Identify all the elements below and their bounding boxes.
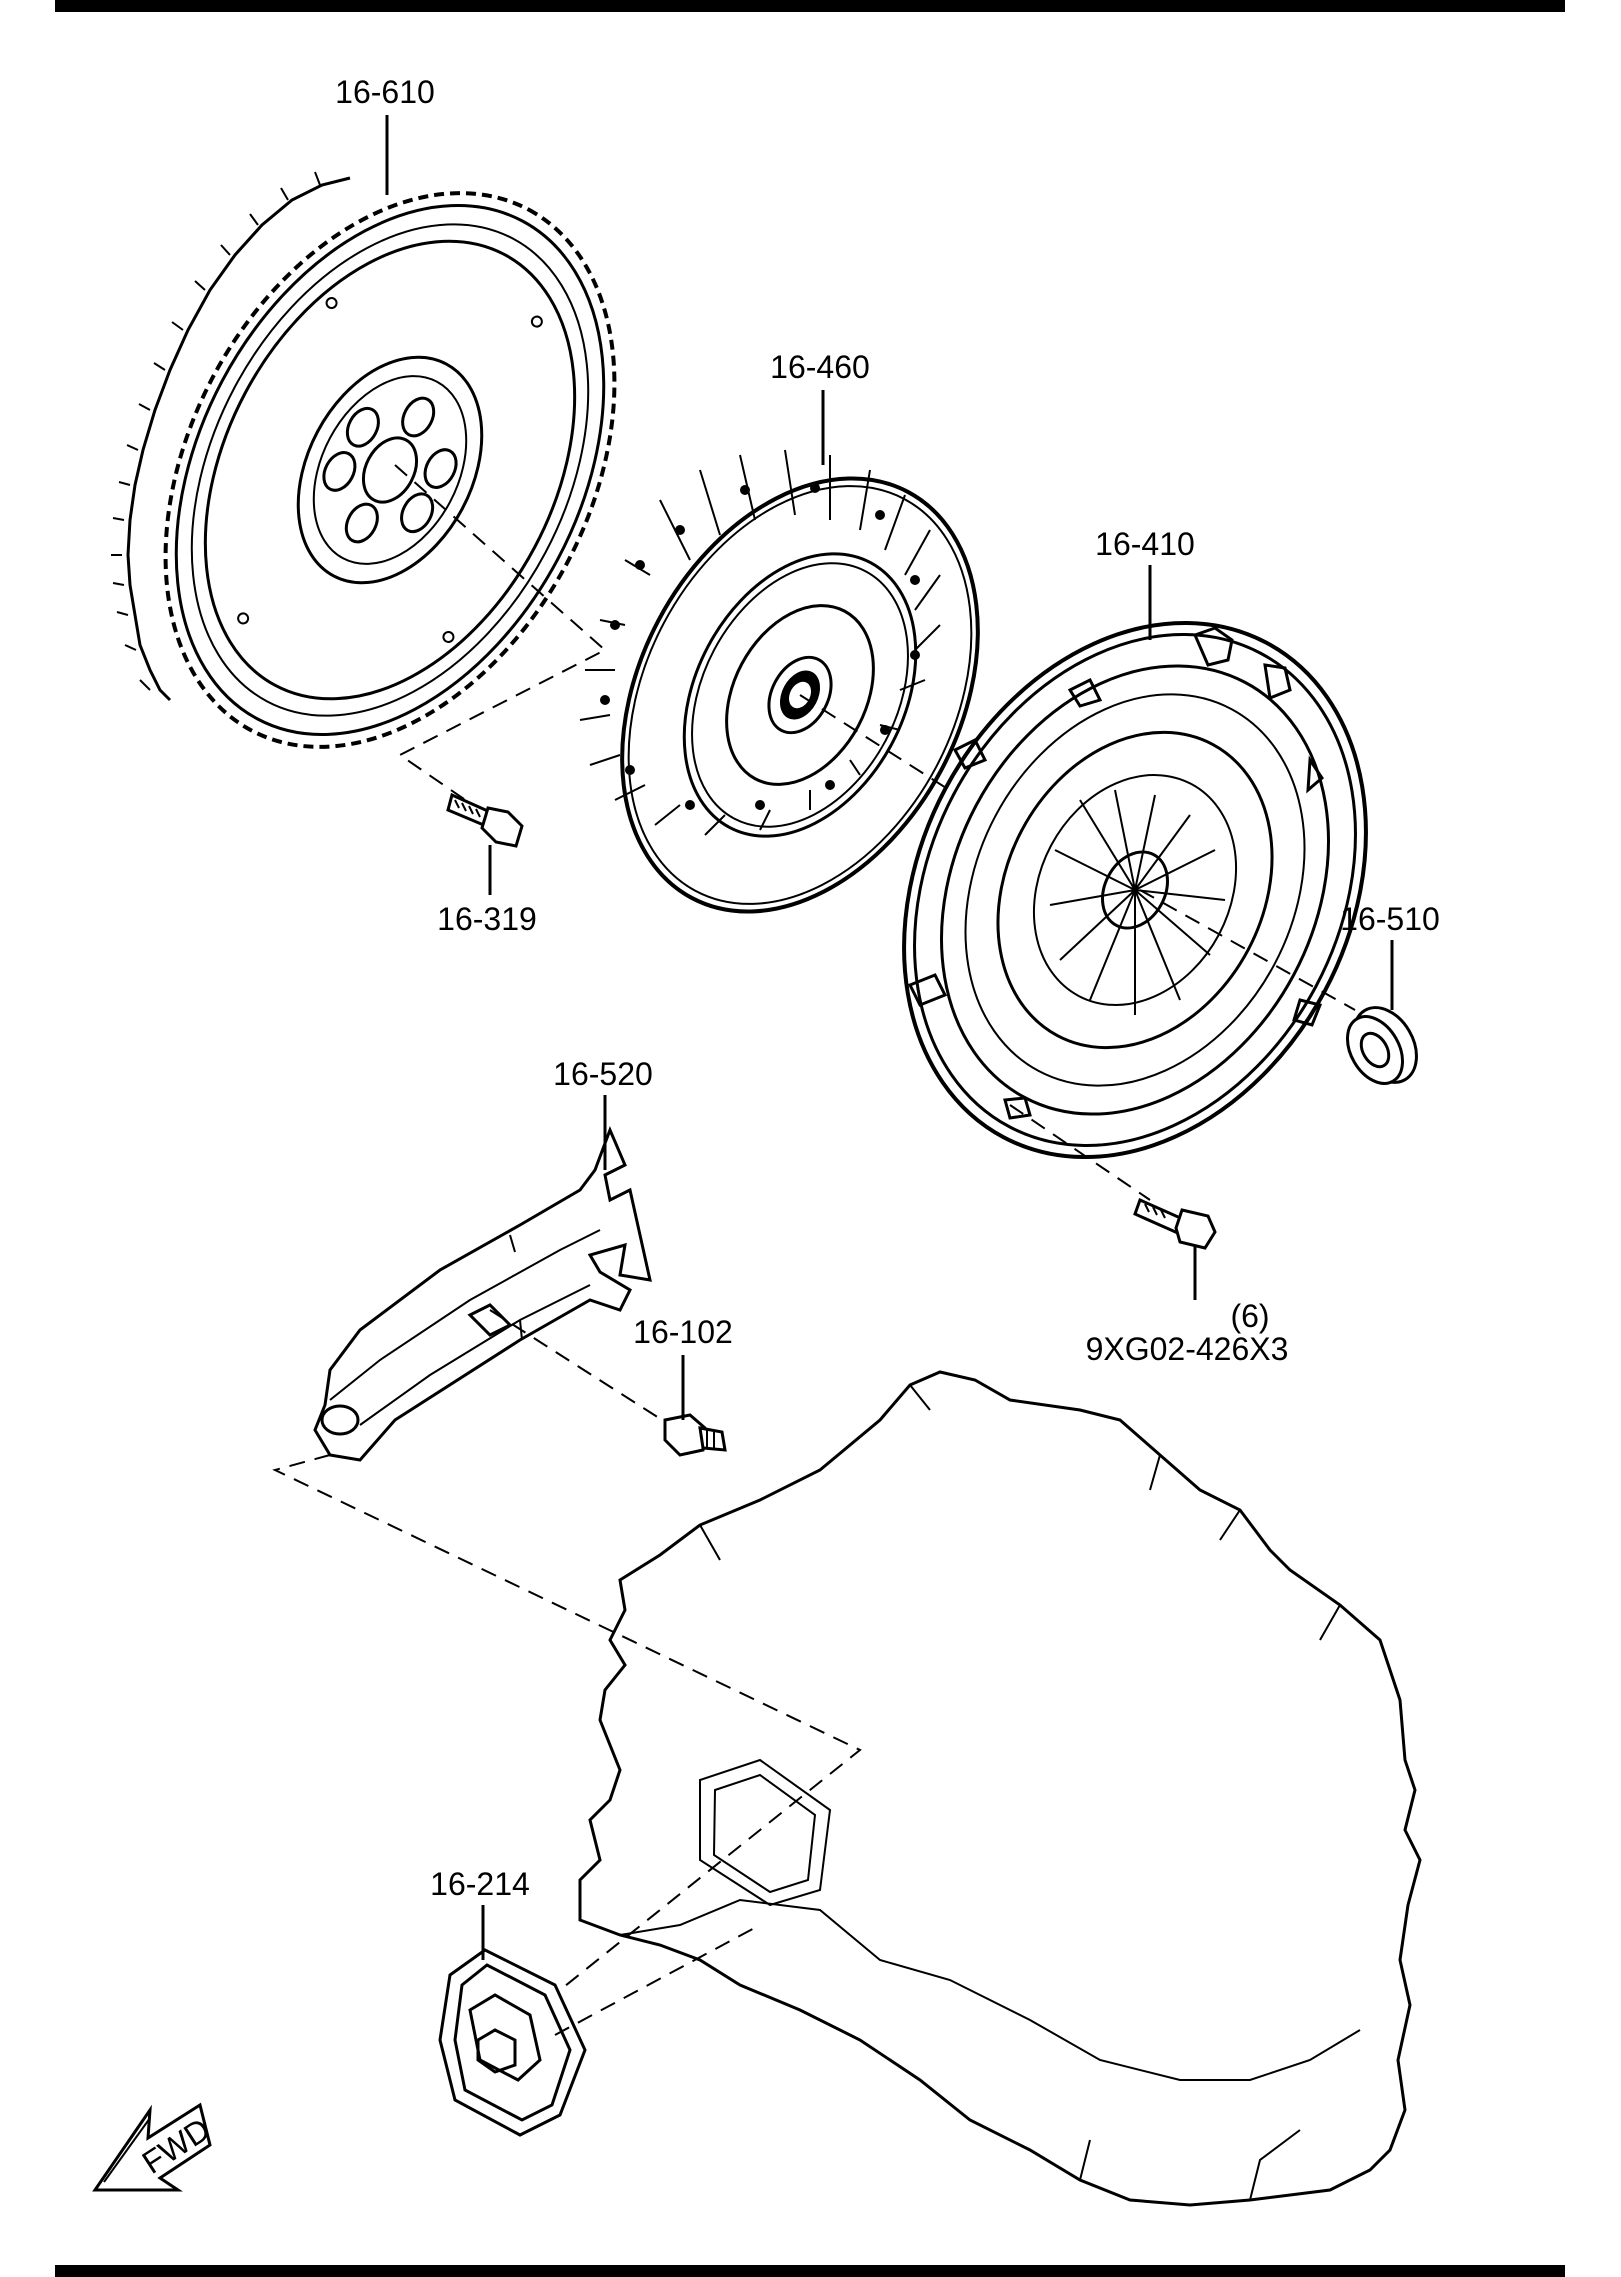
flywheel-leader-dash: [394, 464, 607, 811]
callout-16-610: 16-610: [335, 74, 435, 110]
callout-16-460: 16-460: [770, 349, 870, 385]
cover-bolt-part[interactable]: [1133, 1197, 1217, 1250]
callout-9XG02-426X3: 9XG02-426X3: [1086, 1331, 1289, 1367]
callout-16-510: 16-510: [1340, 901, 1440, 937]
callout-qty-6: (6): [1230, 1298, 1269, 1334]
callout-16-214: 16-214: [430, 1866, 530, 1902]
flywheel-bolt-part[interactable]: [446, 792, 524, 848]
callout-16-102: 16-102: [633, 1314, 733, 1350]
transmission-housing: [578, 1370, 1422, 2207]
top-border-bar: [55, 0, 1565, 12]
pressure-plate-part[interactable]: [814, 542, 1457, 1238]
boot-part[interactable]: [438, 1948, 587, 2137]
release-bearing-part[interactable]: [1336, 996, 1429, 1093]
fork-to-housing-dash: [272, 1454, 862, 1991]
bottom-border-bar: [55, 2265, 1565, 2277]
callout-16-520: 16-520: [553, 1056, 653, 1092]
boot-leader-dash: [554, 1924, 761, 2036]
callout-16-319: 16-319: [437, 901, 537, 937]
release-fork-part[interactable]: [313, 1125, 652, 1462]
callout-leaders: [385, 115, 1394, 1960]
cover-bolt-leader-dash: [1009, 1104, 1151, 1201]
fork-leader-dash: [489, 1309, 671, 1426]
flywheel-part[interactable]: [75, 116, 705, 825]
callout-16-410: 16-410: [1095, 526, 1195, 562]
pivot-bolt-part[interactable]: [663, 1413, 727, 1457]
fwd-arrow: FWD: [92, 2102, 216, 2192]
disc-leader-dash: [799, 694, 966, 801]
pressure-plate-leader-dash: [1139, 889, 1356, 1011]
